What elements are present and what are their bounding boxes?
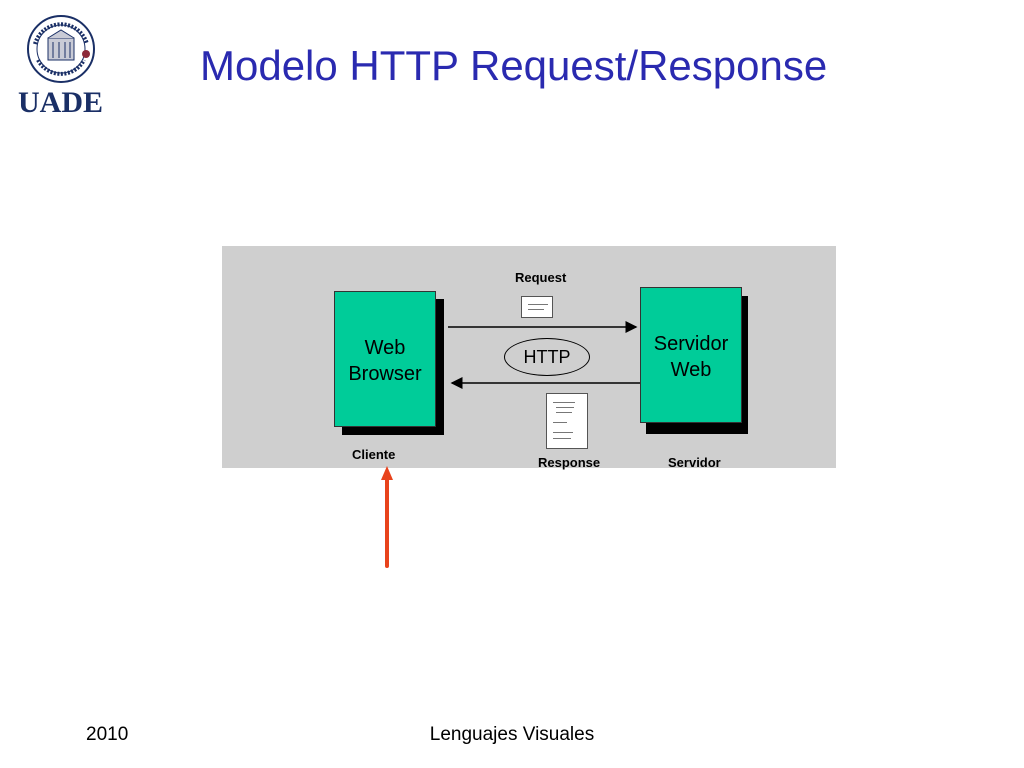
request-document-icon: [521, 296, 553, 318]
request-label: Request: [515, 270, 567, 285]
http-diagram: Web Browser Servidor Web HTTP Request Re…: [222, 246, 836, 470]
footer-year: 2010: [86, 724, 129, 745]
web-server-label-line1: Servidor: [653, 333, 729, 355]
response-label: Response: [538, 455, 601, 470]
web-server-label-line2: Web: [670, 359, 712, 381]
footer-course: Lenguajes Visuales: [429, 724, 595, 745]
page-title: Modelo HTTP Request/Response: [200, 42, 828, 89]
http-protocol-label: HTTP: [504, 338, 590, 376]
response-document-icon: [546, 393, 588, 449]
server-label: Servidor: [668, 455, 721, 470]
web-browser-box: Web Browser: [334, 291, 436, 427]
client-label: Cliente: [352, 447, 396, 462]
web-server-box: Servidor Web: [640, 287, 742, 423]
web-browser-label-line2: Browser: [348, 363, 422, 385]
university-seal-icon: [27, 15, 95, 83]
diagram-arrows: [448, 321, 640, 389]
logo-wordmark: UADE: [18, 86, 104, 119]
arrow-up-icon: [381, 466, 393, 568]
uade-logo: UADE: [18, 14, 104, 122]
web-browser-label-line1: Web: [364, 337, 406, 359]
